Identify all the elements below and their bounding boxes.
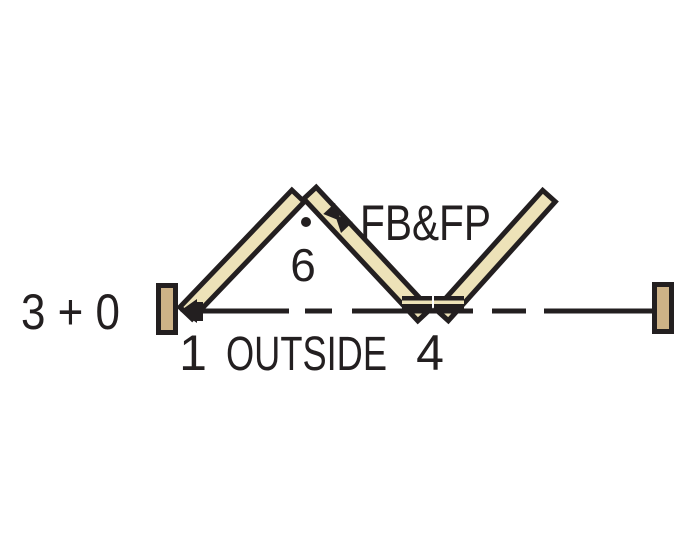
- pivot-plate-right-icon: [434, 296, 464, 309]
- panel-number-1-label: 1: [179, 325, 207, 381]
- arrow-head: [180, 299, 197, 323]
- pivot-dot-icon: [301, 217, 311, 227]
- panel-number-6-label: 6: [290, 239, 316, 291]
- left-jamb: [156, 283, 178, 335]
- door-panels: [176, 183, 559, 325]
- pivot-plate-right-stripe: [434, 300, 464, 304]
- arrow-shaft: [195, 302, 203, 321]
- left-arrow-icon: [180, 299, 203, 323]
- bottom-pivot-hardware: [402, 296, 464, 309]
- hardware-label: FB&FP: [360, 195, 491, 251]
- door-panel-1: [176, 186, 308, 323]
- outside-label: OUTSIDE: [226, 328, 387, 381]
- configuration-label: 3 + 0: [21, 284, 120, 340]
- pivot-plate-left-stripe: [402, 300, 432, 304]
- flushbolt-bowtie-icon: [323, 203, 353, 233]
- right-jamb: [652, 282, 674, 334]
- pivot-plate-left-icon: [402, 296, 432, 309]
- panel-number-4-label: 4: [416, 325, 444, 381]
- door-panel-3: [432, 186, 559, 325]
- door-panel-2: [300, 183, 434, 325]
